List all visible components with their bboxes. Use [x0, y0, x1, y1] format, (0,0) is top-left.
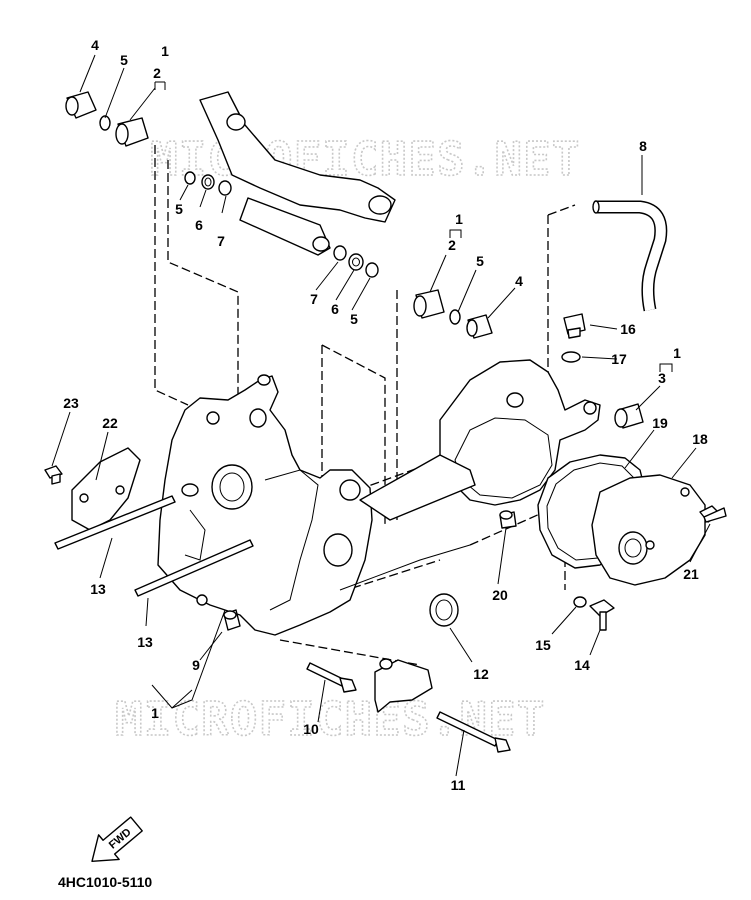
callout-7-middle: 7 [310, 291, 318, 307]
callout-14: 14 [574, 657, 590, 673]
callout-11: 11 [451, 777, 466, 793]
callout-13-lower: 13 [137, 634, 153, 650]
left-bushing-group [65, 91, 232, 196]
callout-20: 20 [492, 587, 508, 603]
callout-21: 21 [683, 566, 699, 582]
right-bushing-group [413, 289, 493, 339]
bolt-10 [306, 662, 357, 693]
holder-part [374, 658, 433, 713]
callout-5-left-seal: 5 [175, 201, 183, 217]
watermark-top: MICROFICHES.NET [150, 132, 580, 186]
callout-1-right-bushing: 1 [455, 211, 463, 227]
bracket-22 [71, 447, 141, 531]
upper-arm-part [199, 91, 396, 256]
callout-2-top-left: 2 [153, 65, 161, 81]
callout-1-crankcase: 1 [151, 705, 159, 721]
callout-8: 8 [639, 138, 647, 154]
callout-12: 12 [473, 666, 489, 682]
callout-23: 23 [63, 395, 79, 411]
middle-seal-group [333, 245, 379, 278]
plug-16 [561, 313, 586, 363]
callout-6-middle: 6 [331, 301, 339, 317]
callout-1-top-left: 1 [161, 43, 169, 59]
callout-4-top-left: 4 [91, 37, 99, 53]
right-crankcase [339, 359, 601, 591]
pin-20 [499, 510, 517, 529]
bolt-11 [436, 711, 511, 753]
stud-13-upper [54, 495, 176, 550]
callout-5-middle: 5 [350, 311, 358, 327]
callout-19: 19 [652, 415, 668, 431]
bolt-21 [699, 505, 727, 523]
callout-3: 3 [658, 370, 666, 386]
watermark-bottom: MICROFICHES.NET [115, 692, 545, 746]
callout-10: 10 [303, 721, 319, 737]
callout-22: 22 [102, 415, 118, 431]
callout-7-left-seal: 7 [217, 233, 225, 249]
oil-seal-12 [429, 593, 459, 627]
callout-labels: 1 2 4 5 5 6 7 7 6 5 1 2 5 4 8 16 17 1 3 … [63, 37, 708, 793]
callout-18: 18 [692, 431, 708, 447]
bolt-23 [44, 465, 63, 485]
callout-16: 16 [620, 321, 636, 337]
dowel-9 [223, 609, 241, 631]
breather-hose [592, 200, 668, 312]
washer-15 [573, 596, 587, 608]
callout-6-left-seal: 6 [195, 217, 203, 233]
leader-lines [51, 54, 711, 777]
diagram-code: 4HC1010-5110 [58, 874, 152, 890]
dowel-3 [614, 403, 644, 429]
fwd-arrow: FWD [91, 816, 143, 862]
callout-2-right-bushing: 2 [448, 237, 456, 253]
left-crankcase [157, 374, 373, 636]
callout-15: 15 [535, 637, 551, 653]
callout-17: 17 [611, 351, 627, 367]
callout-13-upper: 13 [90, 581, 106, 597]
bolt-14 [589, 599, 615, 631]
callout-5-right-bushing: 5 [476, 253, 484, 269]
callout-5-top-left: 5 [120, 52, 128, 68]
cover-18 [591, 474, 706, 586]
stud-13-lower [134, 539, 254, 597]
callout-9: 9 [192, 657, 200, 673]
callout-4-right-bushing: 4 [515, 273, 523, 289]
callout-1-dowel: 1 [673, 345, 681, 361]
